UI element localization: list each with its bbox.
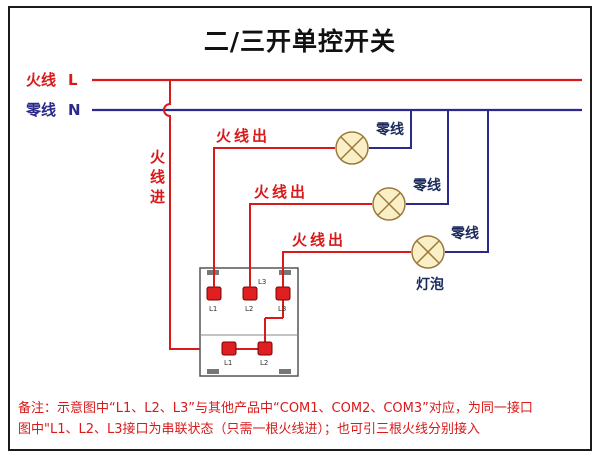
live-out-wire-1 (213, 147, 335, 287)
live-wire-label: 火线 (26, 71, 56, 89)
terminal-l2 (242, 286, 258, 301)
terminal-bottom-l2 (257, 341, 273, 356)
footnote-line-2: 图中"L1、L2、L3接口为串联状态（只需一根火线进）；也可引三根火线分别接入 (18, 422, 481, 437)
live-out-wire-3 (282, 251, 411, 287)
terminal-bottom-l1 (221, 341, 237, 356)
lamp-neutral-wire-2 (406, 110, 449, 205)
lamp-neutral-label-2: 零线 (412, 177, 441, 194)
diagram-title: 二/三开单控开关 (203, 27, 397, 56)
live-out-label-1: 火线出 (216, 127, 270, 145)
live-wire-letter: L (68, 71, 78, 89)
lamp-neutral-wire-1 (369, 110, 412, 149)
lamp-3 (411, 235, 445, 269)
terminal-l3 (275, 286, 291, 301)
footnote-line-1: 备注：示意图中“L1、L2、L3”与其他产品中“COM1、COM2、COM3”对… (18, 401, 533, 416)
lamp-neutral-label-3: 零线 (450, 225, 479, 242)
terminal-bottom-l2-label: L2 (260, 359, 268, 367)
terminal-bottom-l1-label: L1 (224, 359, 232, 367)
switch-lug-tr (279, 270, 291, 275)
terminal-l1-label: L1 (209, 305, 217, 313)
neutral-wire-label: 零线 (25, 101, 56, 119)
lamp-2 (372, 187, 406, 221)
bulb-label: 灯泡 (416, 276, 444, 293)
live-out-label-3: 火线出 (292, 231, 346, 249)
live-in-wire (163, 80, 229, 350)
live-out-label-2: 火线出 (254, 183, 308, 201)
footnote: 备注：示意图中“L1、L2、L3”与其他产品中“COM1、COM2、COM3”对… (18, 398, 593, 440)
live-in-char-1: 火 (150, 148, 166, 166)
switch-lug-bl (207, 369, 219, 374)
live-out-wire-2 (249, 203, 372, 287)
lamp-neutral-label-1: 零线 (375, 121, 404, 138)
switch-lug-br (279, 369, 291, 374)
live-in-char-3: 进 (150, 188, 165, 206)
terminal-l1 (206, 286, 222, 301)
lamp-1 (335, 131, 369, 165)
neutral-wire-letter: N (68, 101, 81, 119)
terminal-top-label: L3 (258, 278, 266, 286)
diagram-frame (8, 6, 592, 451)
terminal-l3-label: L3 (278, 305, 286, 313)
live-in-char-2: 线 (150, 168, 165, 186)
terminal-l2-label: L2 (245, 305, 253, 313)
lamp-neutral-wire-3 (445, 110, 489, 253)
